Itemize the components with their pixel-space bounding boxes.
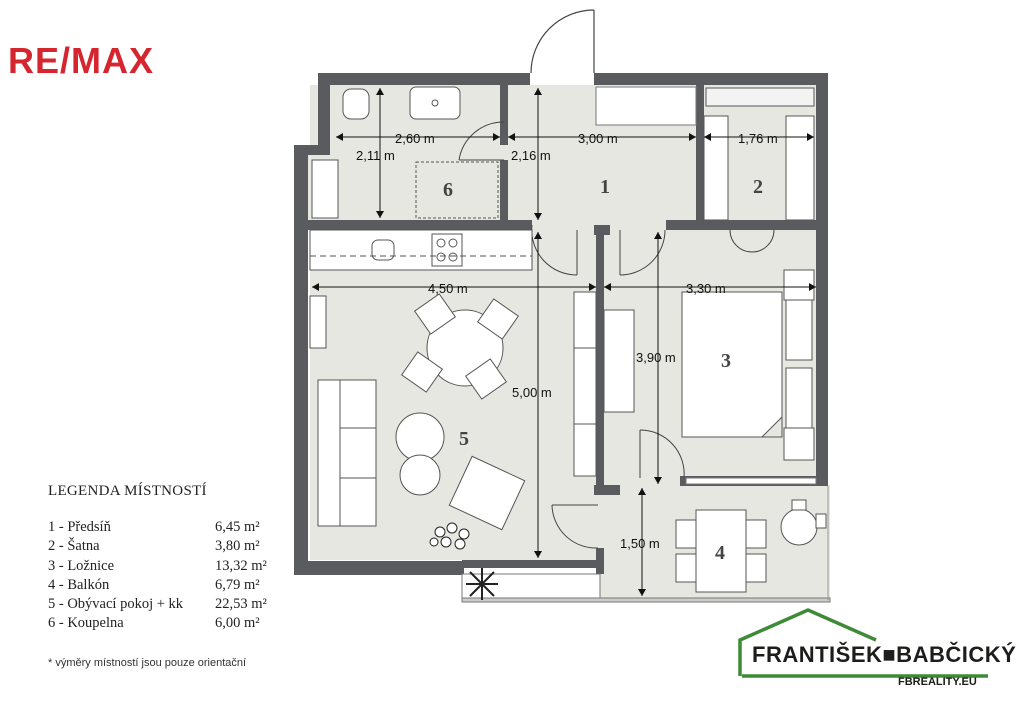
dim-hall-width: 3,00 m [578,131,618,146]
entrance-door [530,9,595,74]
legend-row: 2 - Šatna 3,80 m² [48,538,308,557]
legend-room-area: 6,00 m² [215,615,260,632]
agency-name: FRANTIŠEK■BABČICKÝ [752,642,1017,667]
dim-bedroom-depth: 3,90 m [636,350,676,365]
room-label-2: 2 [753,176,763,198]
walls [294,73,828,575]
agency-url: FBREALITY.EU [898,676,977,688]
dim-bedroom-width: 3,30 m [686,281,726,296]
dim-balcony-depth: 1,50 m [620,536,660,551]
room-numbers: 1 2 3 4 5 6 [443,176,763,564]
legend-title: LEGENDA MÍSTNOSTÍ [48,483,207,499]
agency-logo-house [738,608,988,678]
dimension-labels: 2,60 m 3,00 m 1,76 m 2,11 m 2,16 m 4,50 … [356,131,778,551]
dim-wardrobe-width: 1,76 m [738,131,778,146]
dim-bathroom-depth: 2,11 m [356,148,395,163]
legend-room-name: 6 - Koupelna [48,615,124,632]
legend-row: 3 - Ložnice 13,32 m² [48,558,308,577]
room-label-6: 6 [443,179,453,201]
bathroom-fixtures [311,86,499,219]
room-label-4: 4 [715,542,725,564]
remax-logo: RE/MAX [8,40,155,81]
legend-room-area: 13,32 m² [215,557,267,574]
wardrobe [703,87,815,221]
legend-room-area: 22,53 m² [215,596,267,613]
legend-room-name: 2 - Šatna [48,538,100,555]
floor-area [296,85,830,600]
dim-hall-depth: 2,16 m [511,148,551,163]
kitchen [309,229,533,271]
dimension-arrows [312,88,816,596]
room-label-1: 1 [600,176,610,198]
balcony-furniture [675,499,827,593]
room-label-5: 5 [459,428,469,450]
living-furniture [309,291,635,531]
plant-icon [429,522,498,600]
dimension-lines [312,88,816,596]
legend-row: 6 - Koupelna 6,00 m² [48,615,308,634]
legend-footnote: * výměry místností jsou pouze orientační [48,657,247,669]
legend-room-name: 1 - Předsíň [48,519,111,535]
legend-room-area: 6,45 m² [215,519,260,535]
dim-bathroom-width: 2,60 m [395,131,435,146]
legend-row: 5 - Obývací pokoj + kk 22,53 m² [48,596,308,615]
legend-room-area: 6,79 m² [215,576,260,593]
legend-room-name: 3 - Ložnice [48,557,115,574]
legend-room-name: 4 - Balkón [48,576,110,593]
legend-row: 4 - Balkón 6,79 m² [48,577,308,596]
legend-room-name: 5 - Obývací pokoj + kk [48,596,184,613]
bedroom-furniture [681,269,815,461]
legend-room-area: 3,80 m² [215,538,260,555]
legend-row: 1 - Předsíň 6,45 m² [48,519,308,538]
room-legend: 1 - Předsíň 6,45 m² 2 - Šatna 3,80 m² 3 … [48,519,308,635]
interior-doors [458,121,775,549]
dim-living-depth: 5,00 m [512,385,552,400]
dim-living-width: 4,50 m [428,281,468,296]
room-label-3: 3 [721,350,731,372]
